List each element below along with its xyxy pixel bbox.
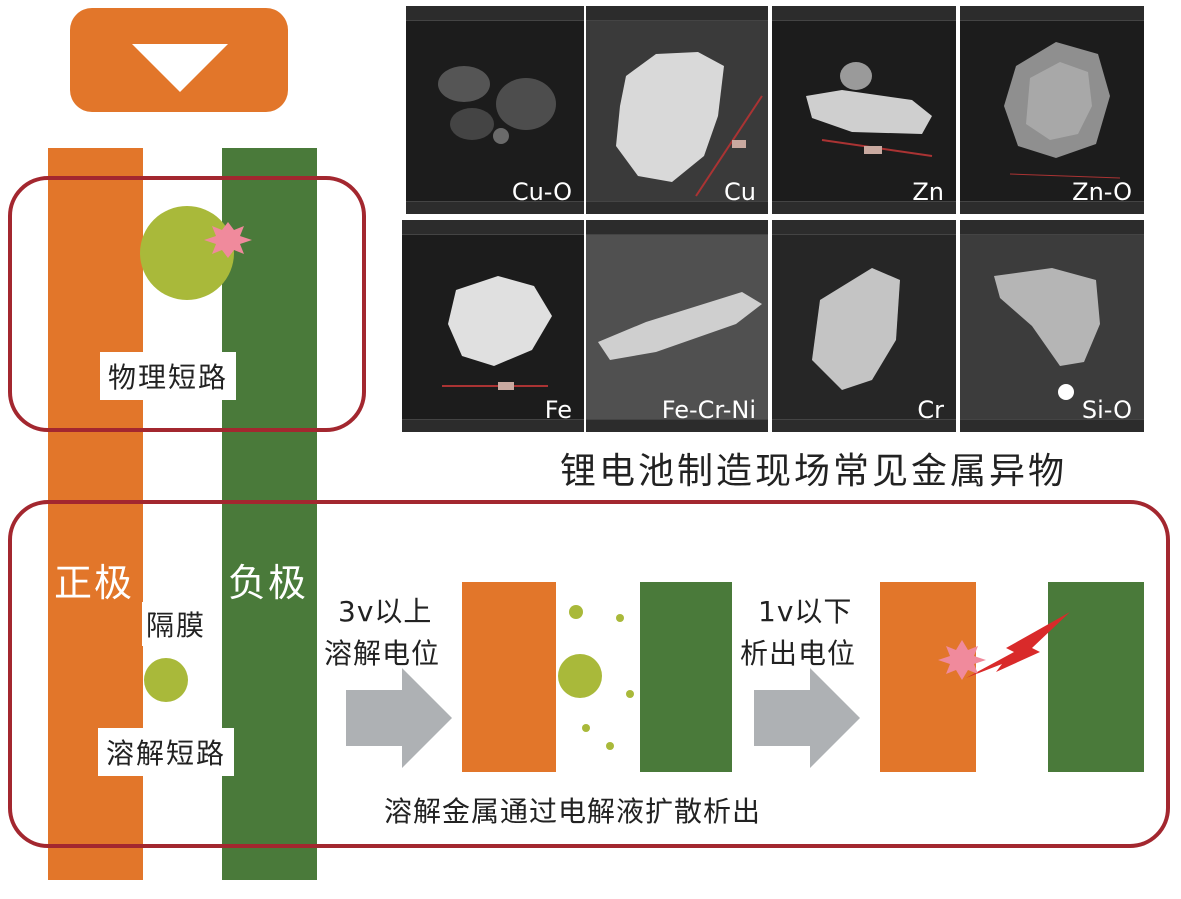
- triangle-down-icon: [132, 44, 228, 92]
- separator-label: 隔膜: [142, 602, 211, 646]
- sem-label: Fe-Cr-Ni: [661, 396, 756, 424]
- physical-short-frame: [8, 176, 366, 432]
- dissolution-negative-electrode: [640, 582, 732, 772]
- dissolution-short-frame: [8, 500, 1170, 848]
- sem-image-cu: Cu: [586, 6, 768, 214]
- sem-label: Cu: [724, 178, 756, 206]
- physical-short-illustration: [140, 206, 252, 300]
- sem-image-zn: Zn: [772, 6, 956, 214]
- diffusing-particles: [558, 605, 634, 750]
- dissolved-particle: [144, 658, 188, 702]
- sem-label: Zn: [912, 178, 944, 206]
- step2-description: 析出电位: [740, 637, 857, 670]
- sem-label: Zn-O: [1072, 178, 1132, 206]
- negative-electrode-bar: [222, 148, 317, 880]
- sem-label: Cu-O: [511, 178, 572, 206]
- dissolution-positive-electrode: [462, 582, 556, 772]
- lightning-icon: [966, 612, 1070, 678]
- physical-short-label: 物理短路: [100, 352, 237, 400]
- sem-image-fe-cr-ni: Fe-Cr-Ni: [586, 220, 768, 432]
- diffusion-caption: 溶解金属通过电解液扩散析出: [384, 795, 762, 828]
- metal-particle: [140, 206, 234, 300]
- sem-image-grid: Cu-O Cu Zn Zn-O: [400, 4, 1148, 434]
- sem-label: Cr: [917, 396, 944, 424]
- deposition-negative-electrode: [1048, 582, 1144, 772]
- sem-image-fe: Fe: [402, 220, 584, 432]
- deposition-positive-electrode: [880, 582, 976, 772]
- sem-image-cr: Cr: [772, 220, 956, 432]
- step2-voltage-label: 1v以下: [758, 595, 853, 628]
- sem-image-zn-o: Zn-O: [960, 6, 1144, 214]
- step1-voltage-label: 3v以上: [338, 595, 433, 628]
- sem-label: Si-O: [1081, 396, 1132, 424]
- negative-electrode-label: 负极: [228, 561, 309, 605]
- short-circuit-spark: [938, 612, 1070, 680]
- spark-icon: [938, 640, 986, 680]
- sem-grid-caption: 锂电池制造现场常见金属异物: [560, 451, 1068, 492]
- spark-icon: [204, 222, 252, 258]
- step1-description: 溶解电位: [324, 637, 441, 670]
- dissolution-short-label: 溶解短路: [98, 728, 235, 776]
- arrow-right-icon: [346, 668, 452, 768]
- collapse-toggle-button[interactable]: [70, 8, 288, 112]
- positive-electrode-label: 正极: [54, 561, 135, 605]
- sem-label: Fe: [544, 396, 572, 424]
- arrow-right-icon: [754, 668, 860, 768]
- sem-image-si-o: Si-O: [960, 220, 1144, 432]
- sem-image-cu-o: Cu-O: [406, 6, 584, 214]
